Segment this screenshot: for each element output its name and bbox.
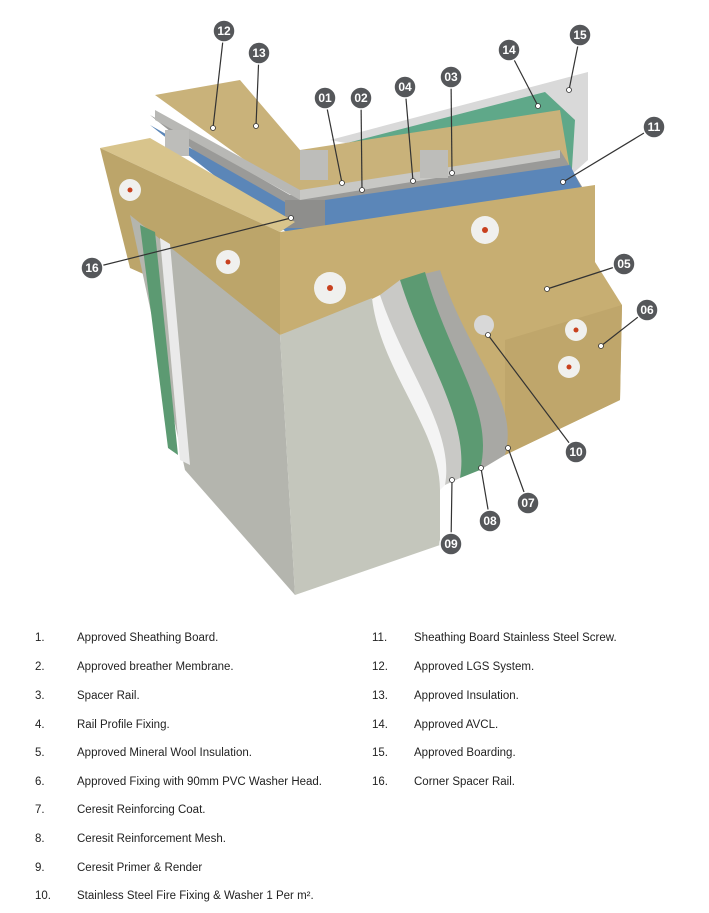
svg-text:05: 05 [617, 257, 631, 271]
svg-text:16: 16 [85, 261, 99, 275]
mesh-left-strip [140, 225, 178, 455]
svg-text:07: 07 [521, 496, 535, 510]
svg-text:13: 13 [252, 46, 266, 60]
svg-text:08: 08 [483, 514, 497, 528]
svg-text:14: 14 [502, 43, 516, 57]
callout-08: 08 [478, 509, 502, 533]
svg-text:10: 10 [569, 445, 583, 459]
leader-lines [91, 30, 655, 545]
rail-bracket [300, 150, 328, 180]
reinforcing-coat-band [420, 270, 508, 470]
legend-number: 9. [35, 862, 45, 874]
legend-text: Approved breather Membrane. [77, 661, 234, 673]
legend-text: Stainless Steel Fire Fixing & Washer 1 P… [77, 890, 314, 902]
legend-text: Approved Fixing with 90mm PVC Washer Hea… [77, 776, 323, 788]
legend-number: 5. [35, 747, 45, 759]
callout-06: 06 [635, 298, 659, 322]
svg-text:12: 12 [217, 24, 231, 38]
mineral-wool-left-face [100, 148, 280, 335]
legend-number: 15. [372, 747, 388, 759]
legend-text: Spacer Rail. [77, 690, 140, 702]
legend-text: Corner Spacer Rail. [414, 776, 515, 788]
callout-11: 11 [642, 115, 666, 139]
legend-text: Rail Profile Fixing. [77, 719, 170, 731]
legend-number: 8. [35, 833, 45, 845]
legend-number: 3. [35, 690, 45, 702]
mineral-wool-lower-slab [505, 305, 622, 455]
svg-text:09: 09 [444, 537, 458, 551]
legend-text: Approved AVCL. [414, 719, 499, 731]
legend-text: Ceresit Primer & Render [77, 862, 203, 874]
legend-number: 6. [35, 776, 45, 788]
reinforcement-mesh-band [400, 272, 483, 478]
render-front-face [280, 298, 440, 595]
legend-number: 14. [372, 719, 388, 731]
callout-14: 14 [497, 38, 521, 62]
legend-text: Ceresit Reinforcing Coat. [77, 804, 206, 816]
svg-text:04: 04 [398, 80, 412, 94]
svg-text:02: 02 [354, 91, 368, 105]
legend-number: 13. [372, 690, 388, 702]
pvc-washers [119, 179, 587, 378]
legend-text: Sheathing Board Stainless Steel Screw. [414, 632, 617, 644]
legend-number: 12. [372, 661, 388, 673]
legend-text: Approved Insulation. [414, 690, 519, 702]
legend-number: 11. [372, 632, 388, 644]
legend-number: 10. [35, 890, 51, 902]
wall-system-diagram: 01 02 03 04 05 06 07 08 09 10 11 12 13 1… [80, 19, 666, 595]
svg-text:03: 03 [444, 70, 458, 84]
callout-09: 09 [439, 532, 463, 556]
legend-number: 2. [35, 661, 45, 673]
legend-text: Approved Sheathing Board. [77, 632, 219, 644]
white-left-strip [160, 238, 190, 465]
callout-10: 10 [564, 440, 588, 464]
svg-text:15: 15 [573, 28, 587, 42]
primer-band [380, 280, 462, 485]
legend-text: Approved Mineral Wool Insulation. [77, 747, 252, 759]
svg-text:01: 01 [318, 91, 332, 105]
callout-12: 12 [212, 19, 236, 43]
callout-16: 16 [80, 256, 104, 280]
legend-text: Approved Boarding. [414, 747, 516, 759]
svg-text:06: 06 [640, 303, 654, 317]
callout-15: 15 [568, 23, 592, 47]
mineral-wool-top [100, 138, 295, 232]
legend-text: Approved LGS System. [414, 661, 535, 673]
callout-01: 01 [313, 86, 337, 110]
callout-13: 13 [247, 41, 271, 65]
callout-04: 04 [393, 75, 417, 99]
legend-number: 16. [372, 776, 388, 788]
legend-number: 7. [35, 804, 45, 816]
callout-07: 07 [516, 491, 540, 515]
callout-03: 03 [439, 65, 463, 89]
legend-number: 1. [35, 632, 45, 644]
callout-02: 02 [349, 86, 373, 110]
legend-text: Ceresit Reinforcement Mesh. [77, 833, 226, 845]
callout-05: 05 [612, 252, 636, 276]
legend-number: 4. [35, 719, 45, 731]
spacer-rail [155, 110, 300, 200]
rail-bracket [420, 150, 448, 178]
svg-text:11: 11 [648, 120, 661, 134]
